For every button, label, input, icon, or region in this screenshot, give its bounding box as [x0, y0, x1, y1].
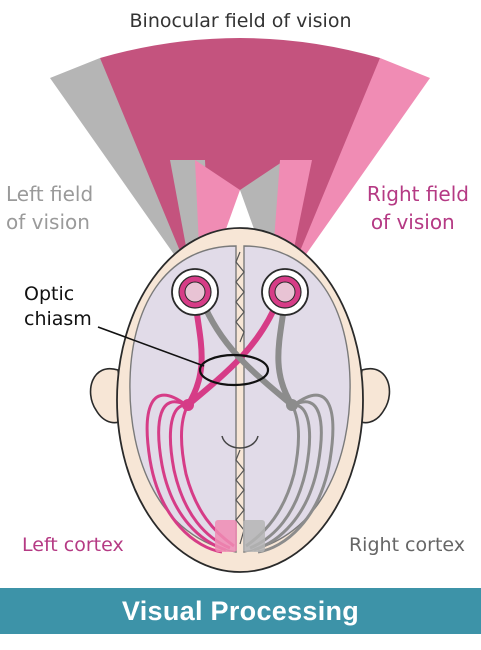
title-banner: Visual Processing — [0, 588, 481, 634]
left-field-label-line1: Left field — [6, 180, 93, 208]
left-field-label: Left field of vision — [6, 180, 93, 236]
right-cortex-label: Right cortex — [349, 534, 465, 556]
right-eye-pupil — [275, 282, 295, 302]
optic-chiasm-label-line2: chiasm — [24, 307, 92, 332]
binocular-field-label: Binocular field of vision — [0, 10, 481, 32]
optic-chiasm-label-line1: Optic — [24, 282, 92, 307]
right-field-label-line2: of vision — [367, 208, 469, 236]
right-field-label: Right field of vision — [367, 180, 469, 236]
right-visual-cortex — [243, 520, 265, 552]
left-field-label-line2: of vision — [6, 208, 93, 236]
left-visual-cortex — [215, 520, 237, 552]
head — [91, 228, 390, 572]
left-cortex-label: Left cortex — [22, 534, 124, 556]
banner-title: Visual Processing — [122, 596, 359, 627]
left-eye-pupil — [185, 282, 205, 302]
optic-chiasm-label: Optic chiasm — [24, 282, 92, 332]
right-field-label-line1: Right field — [367, 180, 469, 208]
